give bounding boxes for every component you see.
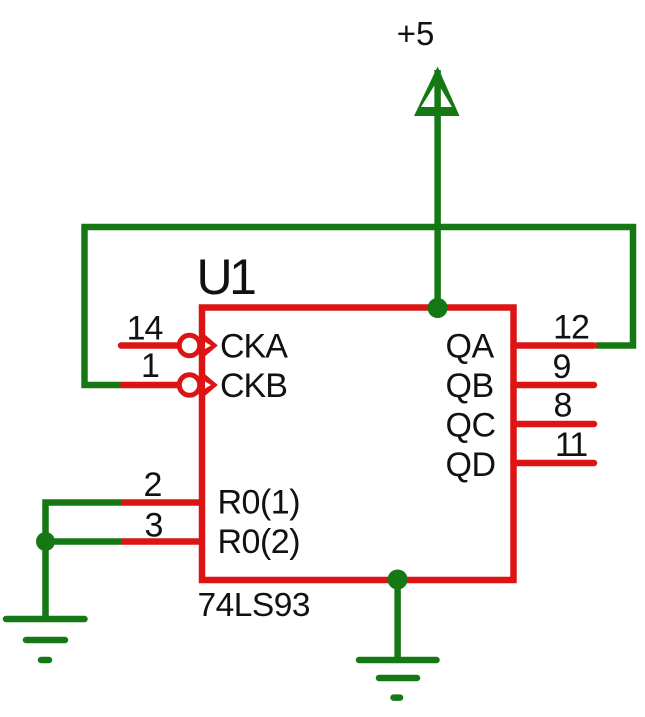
svg-text:1: 1: [141, 347, 160, 385]
svg-text:CKA: CKA: [220, 328, 288, 366]
svg-text:R0(2): R0(2): [218, 523, 301, 561]
svg-text:2: 2: [144, 466, 163, 504]
svg-text:U1: U1: [197, 249, 256, 305]
svg-text:14: 14: [127, 310, 163, 348]
svg-text:R0(1): R0(1): [218, 484, 301, 522]
svg-text:74LS93: 74LS93: [198, 587, 311, 624]
svg-text:QB: QB: [446, 367, 494, 405]
svg-text:3: 3: [145, 507, 164, 545]
svg-text:CKB: CKB: [220, 367, 287, 405]
svg-text:+5: +5: [397, 15, 435, 52]
svg-text:12: 12: [553, 309, 589, 347]
svg-text:8: 8: [554, 387, 573, 425]
svg-text:9: 9: [553, 348, 572, 386]
svg-text:QC: QC: [446, 407, 496, 445]
svg-text:11: 11: [555, 426, 587, 464]
svg-text:QD: QD: [446, 446, 496, 484]
svg-text:QA: QA: [446, 328, 495, 366]
